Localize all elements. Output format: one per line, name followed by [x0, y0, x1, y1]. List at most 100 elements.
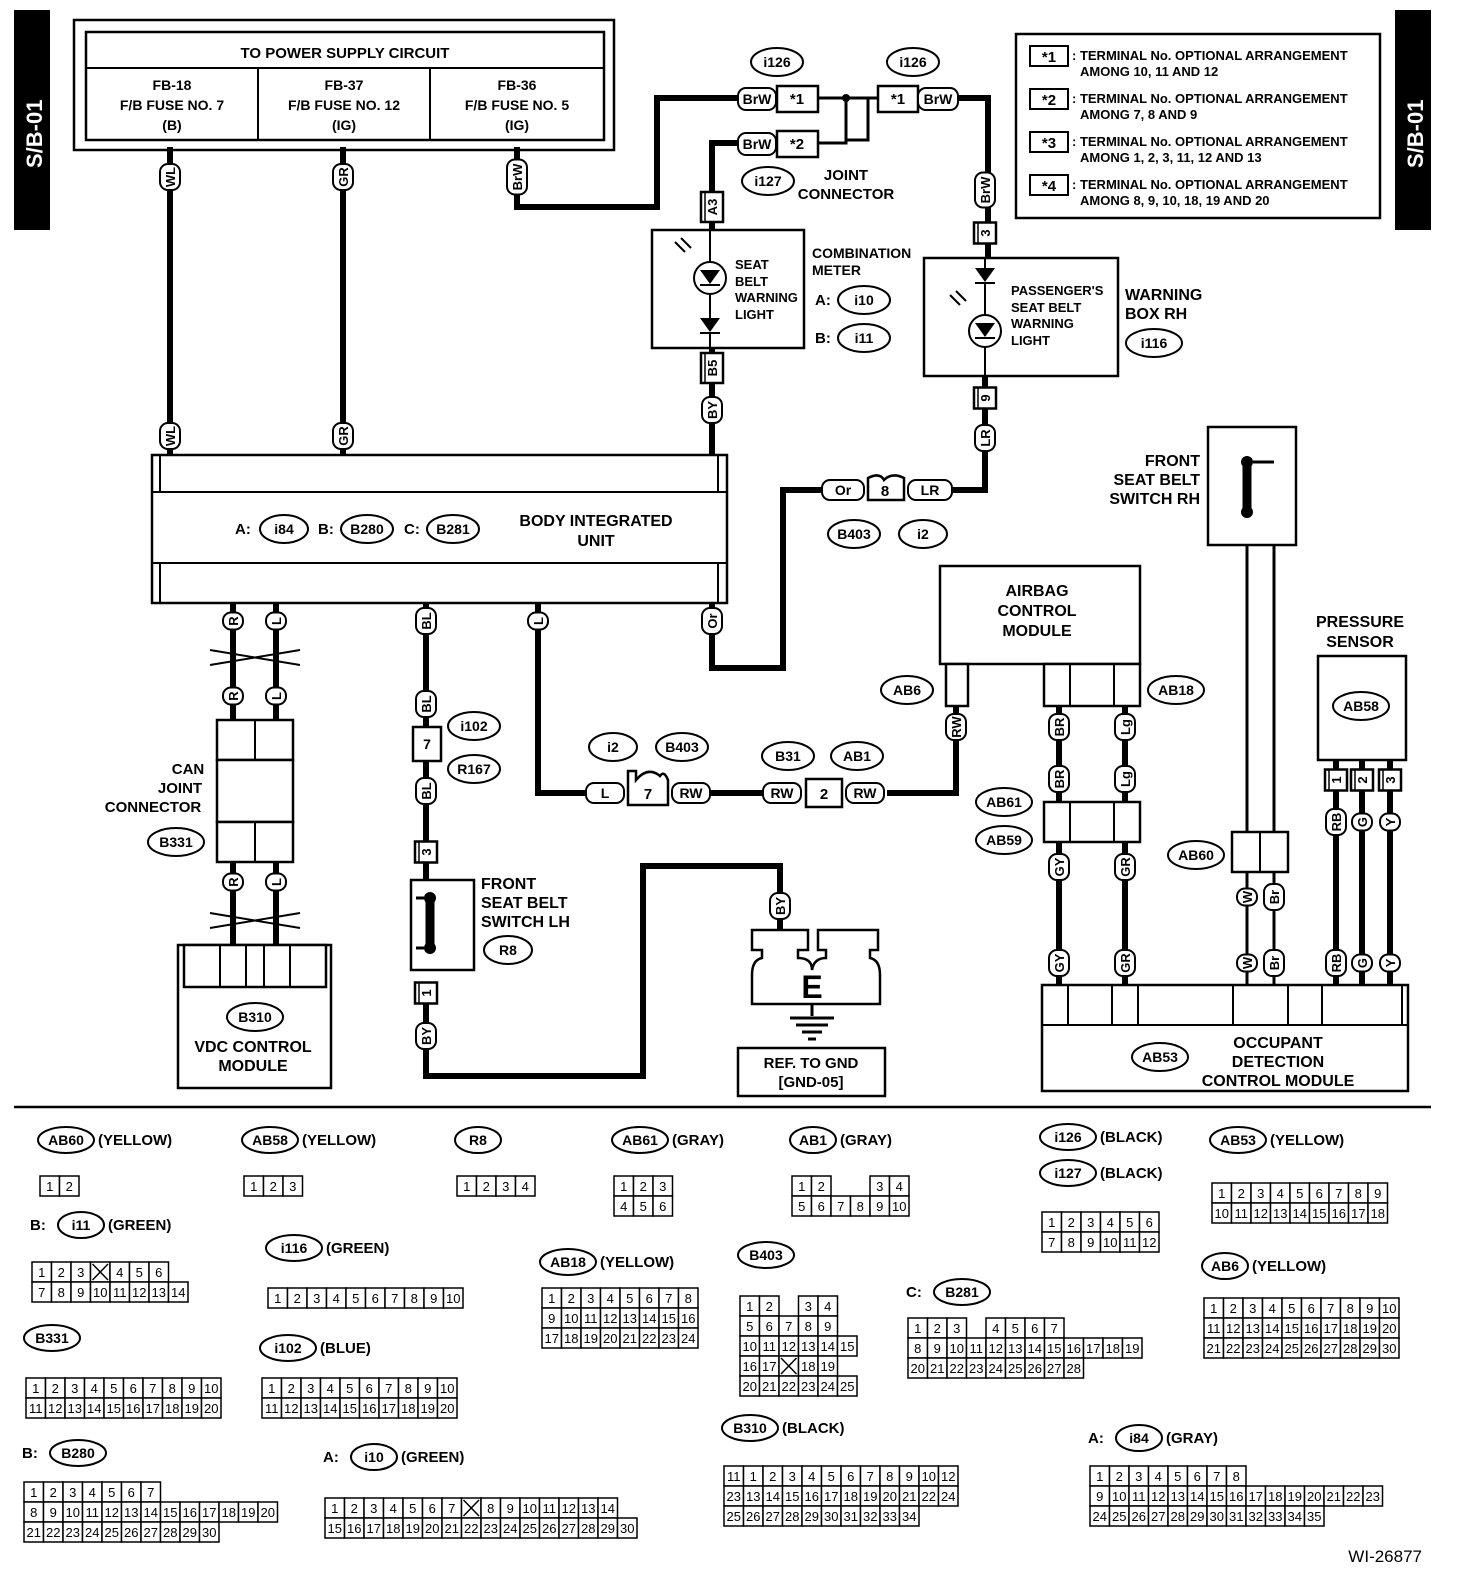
legend-pin: 13	[746, 1489, 760, 1504]
vdc-label: VDC CONTROL	[194, 1039, 312, 1056]
pin-label: GR	[1118, 953, 1133, 973]
legend-pin: 2	[1116, 1469, 1123, 1484]
legend-pin: 8	[914, 1341, 921, 1356]
pin-star1: *1	[790, 91, 804, 108]
pin-label: Y	[1383, 817, 1398, 826]
pin-tag: R	[222, 611, 244, 631]
legend-color: (GREEN)	[108, 1217, 171, 1234]
legend-pin: 4	[808, 1469, 815, 1484]
legend-i126: i126(BLACK)	[1039, 1123, 1162, 1151]
legend-pin: 17	[545, 1331, 559, 1346]
airbag-label: MODULE	[1002, 623, 1072, 640]
pin-tag: GR	[332, 163, 354, 191]
pin-tag: L	[265, 872, 287, 892]
legend-pin: 18	[1106, 1341, 1120, 1356]
legend-pin: 4	[91, 1381, 98, 1396]
legend-pin: 7	[1335, 1186, 1342, 1201]
legend-pin: 4	[620, 1199, 627, 1214]
legend-pin: 3	[1249, 1301, 1256, 1316]
legend-pin: 10	[1382, 1301, 1396, 1316]
pin-label: Lg	[1118, 771, 1133, 787]
occupant-label: CONTROL MODULE	[1202, 1073, 1355, 1090]
legend-pin: 27	[766, 1509, 780, 1524]
legend-pin: 13	[124, 1505, 138, 1520]
legend-pin: 9	[934, 1341, 941, 1356]
legend-pin: 13	[801, 1339, 815, 1354]
legend-pin: 18	[1343, 1321, 1357, 1336]
legend-pin: 6	[366, 1381, 373, 1396]
legend-pin: 3	[77, 1265, 84, 1280]
legend-pin: 6	[818, 1199, 825, 1214]
legend-pin: 25	[105, 1525, 119, 1540]
legend-pin: 7	[149, 1381, 156, 1396]
legend-conn-name: i127	[1054, 1165, 1081, 1181]
legend-pin: 11	[265, 1401, 279, 1416]
legend-pin: 9	[424, 1381, 431, 1396]
prefix-a: A:	[235, 521, 251, 538]
legend-conn-name: i84	[1129, 1430, 1149, 1446]
legend-pin: 5	[1296, 1186, 1303, 1201]
legend-pin: 23	[1246, 1341, 1260, 1356]
legend-pin: 27	[1047, 1361, 1061, 1376]
legend-pin: 18	[401, 1401, 415, 1416]
legend-pin: 2	[52, 1381, 59, 1396]
legend-pin: 14	[1190, 1489, 1204, 1504]
legend-pin: 14	[87, 1401, 101, 1416]
pin-label: Br	[1267, 956, 1282, 970]
switch-rh-label: FRONT	[1145, 453, 1200, 470]
pin-tag: BY	[769, 892, 791, 920]
legend-pin: 23	[801, 1379, 815, 1394]
switch-lh-label: SWITCH LH	[481, 914, 570, 931]
legend-pin: 4	[116, 1265, 123, 1280]
legend-pin: 30	[620, 1521, 634, 1536]
legend-color: (YELLOW)	[98, 1132, 172, 1149]
legend-pin: 17	[367, 1521, 381, 1536]
legend-pin: 13	[1171, 1489, 1185, 1504]
legend-pin: 3	[1257, 1186, 1264, 1201]
legend-pin: 12	[562, 1501, 576, 1516]
pressure-label: SENSOR	[1326, 634, 1394, 651]
pin-tag: W	[1236, 887, 1258, 907]
pin-tag: Br	[1263, 949, 1285, 977]
combination-meter: SEAT BELT WARNING LIGHT COMBINATION METE…	[650, 228, 911, 353]
pin-tag: 1	[1323, 768, 1349, 792]
legend-pin: 7	[391, 1291, 398, 1306]
pin-label: 3	[419, 848, 434, 855]
pin-tag: R	[222, 686, 244, 706]
legend-pin: 25	[1008, 1361, 1022, 1376]
note-mark: *2	[1042, 92, 1056, 109]
legend-pin: 16	[126, 1401, 140, 1416]
pin-tag: L	[527, 611, 549, 631]
legend-pin: 22	[1226, 1341, 1240, 1356]
legend-prefix: C:	[906, 1284, 922, 1301]
pin-label: G	[1355, 817, 1370, 827]
power-supply-box: TO POWER SUPPLY CIRCUIT FB-18 F/B FUSE N…	[72, 18, 616, 152]
legend-pin: 8	[1233, 1469, 1240, 1484]
legend-pin: 18	[801, 1359, 815, 1374]
legend-pin: 2	[58, 1265, 65, 1280]
pin-label: BL	[419, 782, 434, 799]
pin-label: L	[269, 617, 284, 625]
legend-pin: 2	[568, 1291, 575, 1306]
prefix-a: A:	[815, 292, 831, 309]
pin-label: G	[1355, 958, 1370, 968]
light-label: LIGHT	[735, 307, 774, 322]
pin-tag: Y	[1379, 812, 1401, 832]
switch-rh-label: SWITCH RH	[1109, 491, 1200, 508]
pin-label: BL	[419, 612, 434, 629]
pin-label: R	[226, 616, 241, 626]
pin-label: L	[269, 692, 284, 700]
pin-label: RB	[1329, 954, 1344, 973]
legend-pin: 8	[405, 1381, 412, 1396]
legend-pin: 16	[347, 1521, 361, 1536]
connector-8: Or 8 LR B403 i2	[821, 474, 953, 549]
legend-pin: 24	[989, 1361, 1003, 1376]
legend-pin: 18	[222, 1505, 236, 1520]
legend-pin: 1	[463, 1179, 470, 1194]
pin-label: Lg	[1118, 719, 1133, 735]
legend-pin: 5	[1288, 1301, 1295, 1316]
